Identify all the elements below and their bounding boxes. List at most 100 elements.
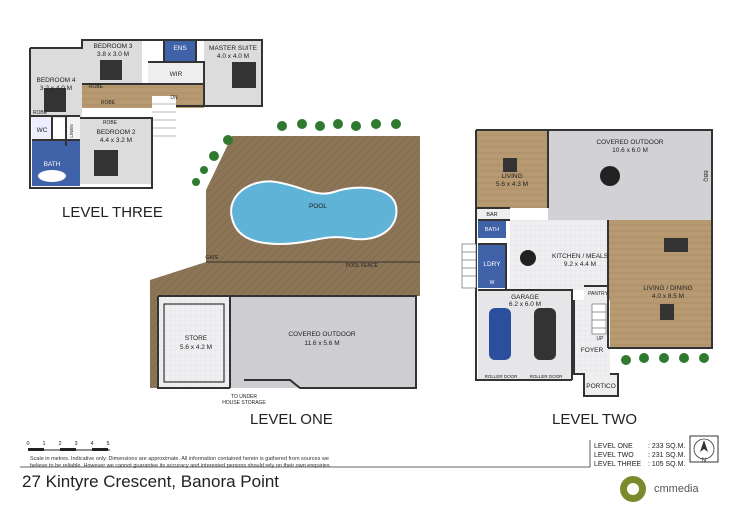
level-two-title: LEVEL TWO [552, 411, 637, 428]
property-address: 27 Kintyre Crescent, Banora Point [22, 472, 280, 491]
under-house-label: TO UNDER [231, 394, 257, 400]
disclaimer: Scale in metres. Indicative only. Dimens… [30, 456, 410, 470]
level-two-bath-label: BATH [485, 227, 499, 233]
area-summary: LEVEL ONE : 233 SQ.M. LEVEL TWO : 231 SQ.M… [594, 442, 685, 469]
pool-fence-label: POOL FENCE [346, 263, 379, 269]
bedroom-3-label: BEDROOM 3 [93, 43, 132, 50]
master-suite-label: MASTER SUITE [209, 45, 258, 52]
compass-letter: N [702, 458, 706, 464]
external-stairs [461, 243, 477, 289]
bed-icon [44, 88, 66, 112]
wir-floor [148, 62, 204, 84]
ensuite-label: ENS [173, 45, 187, 52]
bed-icon [232, 62, 256, 88]
scale-tick-label: 3 [74, 441, 77, 447]
linen-floor [66, 116, 80, 146]
internal-stairs [591, 303, 607, 335]
bed-icon [94, 150, 118, 176]
meals-table-icon [520, 250, 536, 266]
gate-label: GATE [205, 255, 219, 261]
disclaimer-line-1: Scale in metres. Indicative only. Dimens… [30, 456, 329, 462]
covered-outdoor-l2-dims: 10.6 x 6.0 M [612, 147, 648, 154]
linen-label: LINEN [69, 124, 74, 137]
pool-label: POOL [309, 203, 327, 210]
robe-label: ROBE [101, 100, 116, 106]
area-value: : 233 SQ.M. [648, 443, 686, 450]
bathtub-icon [38, 170, 66, 182]
area-value: : 231 SQ.M. [648, 452, 686, 459]
garden-shrubs [192, 119, 401, 186]
dining-table-icon [664, 238, 688, 252]
level-one-title: LEVEL ONE [250, 411, 333, 428]
covered-outdoor-l1-dims: 11.6 x 5.6 M [304, 340, 339, 347]
bbq-label: BBQ [702, 170, 708, 182]
north-compass-icon [689, 435, 719, 463]
level-two-shrubs [621, 353, 709, 365]
covered-outdoor-l2-floor [548, 130, 712, 222]
covered-outdoor-floor [230, 296, 416, 388]
store-floor [158, 296, 230, 388]
bath-label: BATH [44, 161, 61, 168]
living-label: LIVING [501, 173, 522, 180]
master-suite-dims: 4.0 x 4.0 M [217, 53, 249, 60]
scale-tick-label: 2 [58, 441, 61, 447]
brand-name: cmmedia [654, 483, 699, 495]
living-dining-dims: 4.0 x 8.5 M [652, 293, 684, 300]
laundry-floor [478, 244, 506, 288]
disclaimer-line-2: believe to be reliable. However we canno… [30, 463, 332, 469]
level-three-title: LEVEL THREE [62, 204, 163, 221]
under-house-label-2: HOUSE STORAGE [222, 400, 266, 406]
robe-label: ROBE [33, 110, 48, 116]
store-label: STORE [185, 335, 208, 342]
living-dims: 5.6 x 4.3 M [496, 181, 528, 188]
kitchen-dims: 9.2 x 4.4 M [564, 261, 596, 268]
bedroom-4-dims: 3.2 x 4.0 M [40, 85, 72, 92]
foyer-label: FOYER [581, 347, 604, 354]
living-table-icon [503, 158, 517, 172]
roller-door-label: ROLLER DOOR [485, 374, 519, 379]
bedroom-2-dims: 4.4 x 3.2 M [100, 137, 132, 144]
area-row: LEVEL ONE : 233 SQ.M. [594, 442, 685, 451]
area-label: LEVEL ONE [594, 443, 633, 450]
roller-door-label: ROLLER DOOR [530, 374, 564, 379]
covered-outdoor-l2-label: COVERED OUTDOOR [596, 139, 663, 146]
area-row: LEVEL THREE : 105 SQ.M. [594, 460, 685, 469]
outdoor-table-icon [600, 166, 620, 186]
area-label: LEVEL THREE [594, 461, 642, 468]
kitchen-label: KITCHEN / MEALS [552, 253, 609, 260]
portico-label: PORTICO [586, 383, 616, 390]
robe-label: ROBE [89, 84, 104, 90]
covered-outdoor-l1-label: COVERED OUTDOOR [288, 331, 355, 338]
scale-tick-label: 0 [26, 441, 29, 447]
down-stairs-label: DN [170, 95, 178, 101]
area-value: : 105 SQ.M. [648, 461, 686, 468]
store-dims: 5.6 x 4.2 M [180, 344, 212, 351]
level-three-stairs [152, 96, 176, 146]
living-dining-floor [608, 220, 712, 348]
scale-tick-label: 1 [42, 441, 45, 447]
garage-label: GARAGE [511, 294, 539, 301]
scale-bar [28, 448, 110, 451]
up-stairs-label: UP [597, 336, 605, 342]
pantry-label: PANTRY [588, 291, 608, 297]
bedroom-4-label: BEDROOM 4 [36, 77, 75, 84]
washer-label: W [490, 280, 495, 286]
level-two-plan [461, 129, 713, 397]
pool-shape [230, 180, 398, 246]
level-one-plan [150, 119, 420, 389]
ensuite-floor [164, 40, 196, 62]
bar-label: BAR [486, 212, 497, 218]
robe-label: ROBE [103, 120, 118, 126]
scale-tick-label: 5 [106, 441, 109, 447]
living-table-icon [660, 304, 674, 320]
lower-garden-area [150, 262, 420, 296]
portico-floor [584, 374, 618, 396]
garage-dims: 6.2 x 6.0 M [509, 301, 541, 308]
wc-label: WC [37, 127, 48, 134]
car-icon [534, 308, 556, 360]
area-row: LEVEL TWO : 231 SQ.M. [594, 451, 685, 460]
level-two-bath-floor [478, 220, 506, 238]
bedroom-2-label: BEDROOM 2 [96, 129, 135, 136]
area-label: LEVEL TWO [594, 452, 634, 459]
